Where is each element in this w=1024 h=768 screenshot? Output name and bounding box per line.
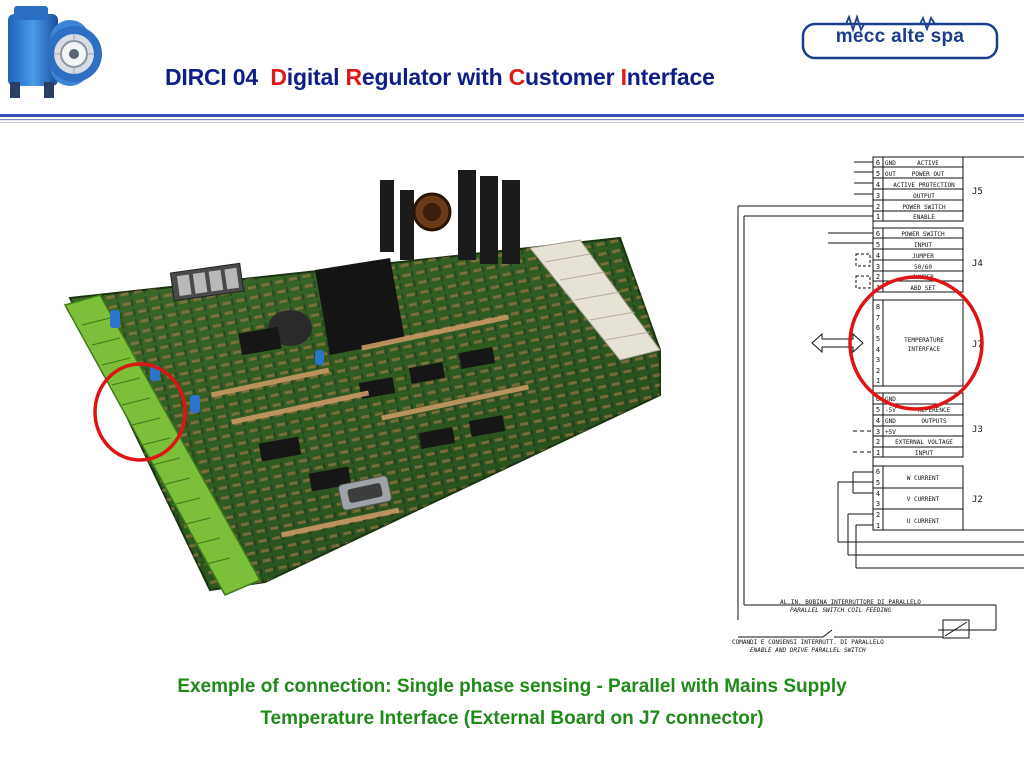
title-word-regulator: egulator with	[361, 64, 503, 90]
j4-pin-3: 3	[876, 263, 880, 271]
note-commands-en: ENABLE AND DRIVE PARALLEL SWITCH	[750, 647, 866, 654]
j4-connector-label: J4	[972, 259, 983, 269]
j7-label-interface: INTERFACE	[908, 346, 941, 353]
j3-pin-2: 2	[876, 438, 880, 446]
j3-connector-label: J3	[972, 425, 983, 435]
j3-signal-gnd-2: GND	[885, 418, 896, 425]
note-commands-it: COMANDI E CONSENSI INTERRUTT. DI PARALLE…	[732, 639, 884, 646]
j2-label-w-current: W CURRENT	[907, 475, 940, 482]
j4-pin-5: 5	[876, 241, 880, 249]
j5-pin-1: 1	[876, 213, 880, 221]
j7-pin-3: 3	[876, 356, 880, 364]
title-prefix: DIRCI 04	[165, 64, 258, 90]
j3-pin-4: 4	[876, 417, 880, 425]
j3-pin-1: 1	[876, 449, 880, 457]
circuit-board-photo	[63, 170, 661, 596]
j3-pin-5: 5	[876, 406, 880, 414]
slide-title: DIRCI 04 Digital Regulator with Customer…	[165, 64, 865, 91]
j5-signal-gnd: GND	[885, 160, 896, 167]
caption-line-2: Temperature Interface (External Board on…	[260, 708, 764, 729]
j5-connector-label: J5	[972, 187, 983, 197]
j7-pin-4: 4	[876, 346, 880, 354]
j2-pin-1: 1	[876, 522, 880, 530]
j4-label-input: INPUT	[914, 242, 932, 249]
title-initial-c: C	[508, 64, 526, 90]
j7-pin-2: 2	[876, 367, 880, 375]
j5-label-active-protection: ACTIVE PROTECTION	[893, 182, 955, 189]
j3-label-reference: REFERENCE	[918, 407, 951, 414]
j2-label-v-current: V CURRENT	[907, 496, 940, 503]
j2-pin-4: 4	[876, 490, 880, 498]
j7-pin-7: 7	[876, 314, 880, 322]
j2-pin-5: 5	[876, 479, 880, 487]
j4-pin-4: 4	[876, 252, 880, 260]
j3-signal-minus-5v: -5V	[885, 407, 896, 414]
j5-label-output: OUTPUT	[913, 193, 935, 200]
j2-pin-2: 2	[876, 511, 880, 519]
j3-signal-plus-5v: +5V	[885, 429, 896, 436]
caption-line-1: Exemple of connection: Single phase sens…	[177, 676, 847, 697]
title-initial-i: I	[620, 64, 627, 90]
j5-pin-4: 4	[876, 181, 880, 189]
j5-label-enable: ENABLE	[913, 214, 935, 221]
j4-label-50-60: 50/60	[914, 264, 932, 271]
j2-label-u-current: U CURRENT	[907, 518, 940, 525]
j2-pin-3: 3	[876, 500, 880, 508]
title-word-digital: igital	[286, 64, 340, 90]
title-word-interface: nterface	[626, 64, 715, 90]
j4-label-power-switch: POWER SWITCH	[901, 231, 945, 238]
j7-label-temperature: TEMPERATURE	[904, 337, 944, 344]
j5-pin-5: 5	[876, 170, 880, 178]
waveform-icon	[840, 14, 940, 34]
j3-label-outputs: OUTPUTS	[921, 418, 947, 425]
j5-label-power-switch: POWER SWITCH	[902, 204, 946, 211]
logo-text: mecc alte spa	[835, 26, 965, 47]
j2-pin-6: 6	[876, 468, 880, 476]
j5-pin-6: 6	[876, 159, 880, 167]
j3-signal-gnd-1: GND	[885, 396, 896, 403]
j5-signal-out: OUT	[885, 171, 896, 178]
j4-pin-6: 6	[876, 230, 880, 238]
j5-label-power-out: POWER OUT	[912, 171, 945, 178]
j7-pin-1: 1	[876, 377, 880, 385]
j4-label-jumper-1: JUMPER	[912, 253, 934, 260]
j7-pin-5: 5	[876, 335, 880, 343]
wiring-schematic: 6 5 4 3 2 1 GND OUT ACTIVE POWER OUT ACT…	[732, 156, 1024, 654]
alternator-icon	[8, 6, 102, 98]
title-word-customer: ustomer	[525, 64, 615, 90]
j7-pin-8: 8	[876, 303, 880, 311]
note-coil-feed-en: PARALLEL SWITCH COIL FEEDING	[790, 607, 892, 614]
j7-connector-label: J7	[972, 340, 983, 350]
j4-label-abd-set: ABD SET	[910, 285, 936, 292]
title-initial-d: D	[270, 64, 287, 90]
j7-pin-6: 6	[876, 324, 880, 332]
note-coil-feed-it: AL.IN. BOBINA INTERRUTTORE DI PARALLELO	[780, 599, 921, 606]
j5-label-active: ACTIVE	[917, 160, 939, 167]
j3-pin-3: 3	[876, 428, 880, 436]
header-divider	[0, 114, 1024, 123]
j3-label-external-voltage: EXTERNAL VOLTAGE	[895, 439, 953, 446]
title-initial-r: R	[345, 64, 362, 90]
j3-label-input: INPUT	[915, 450, 933, 457]
j5-pin-3: 3	[876, 192, 880, 200]
mecc-alte-logo	[801, 14, 999, 60]
j5-pin-2: 2	[876, 203, 880, 211]
j2-connector-label: J2	[972, 495, 983, 505]
j4-pin-2: 2	[876, 273, 880, 281]
